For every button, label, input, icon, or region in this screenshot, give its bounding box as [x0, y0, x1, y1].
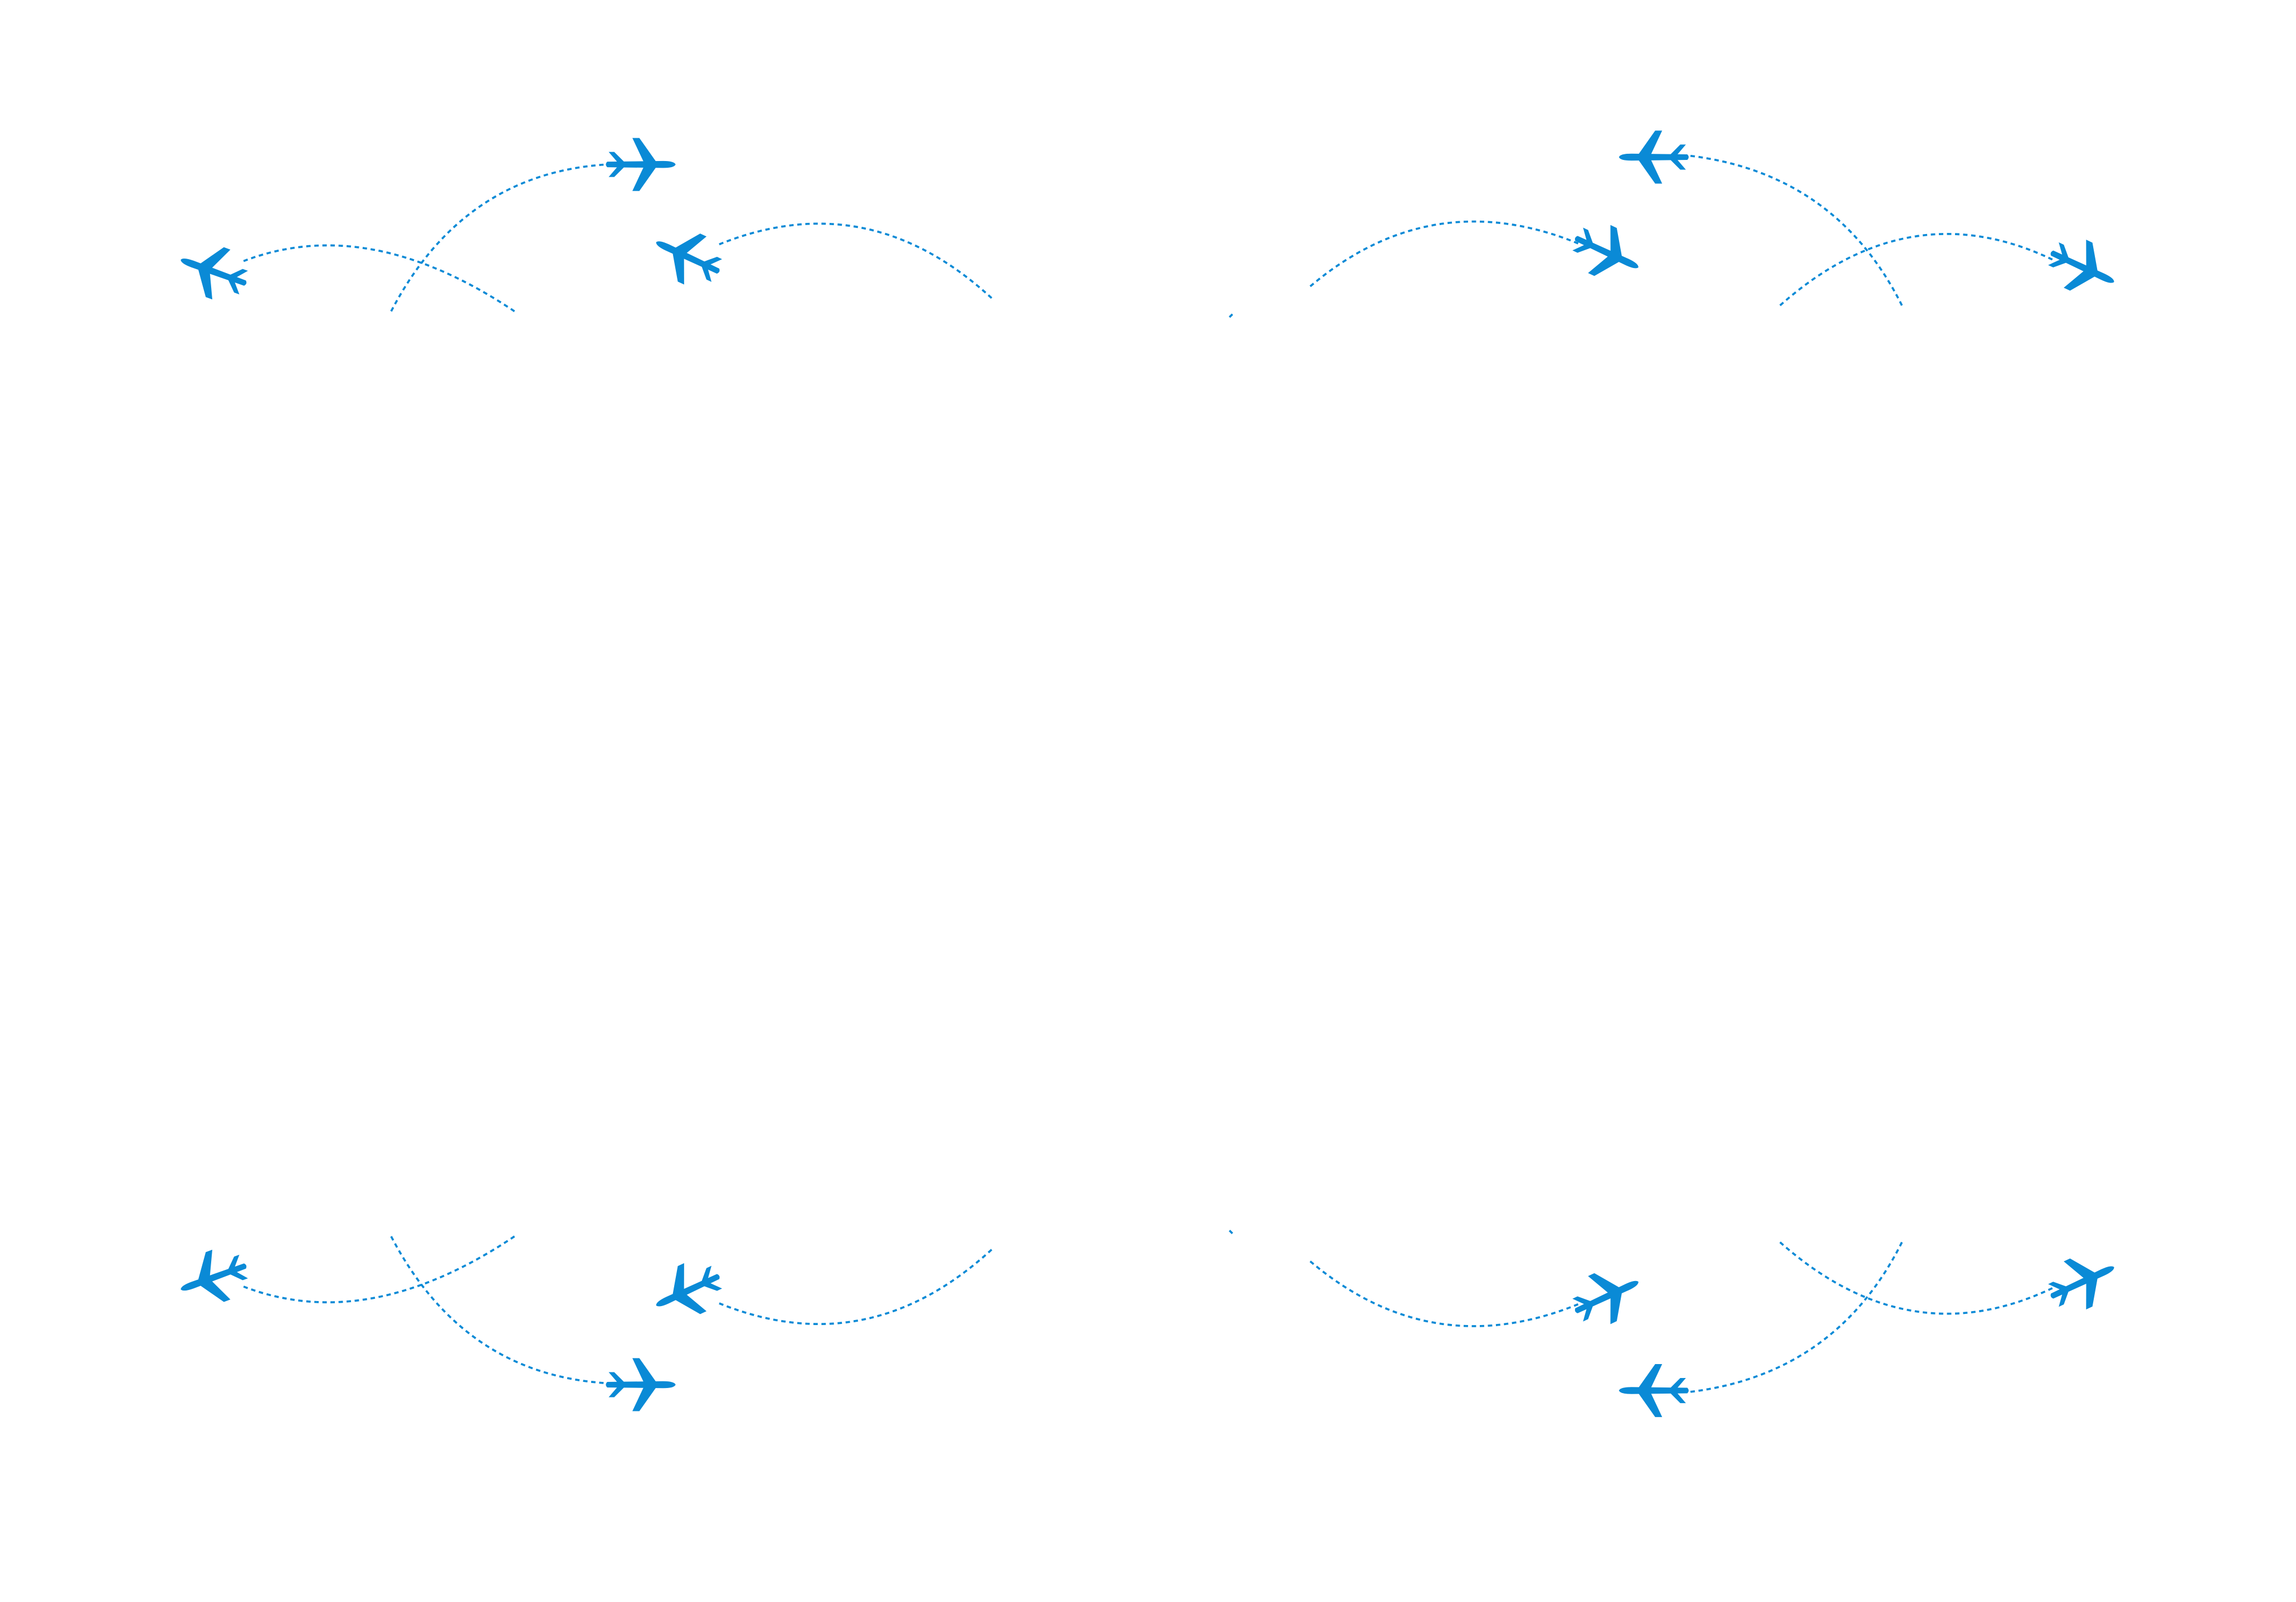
airplane-icon — [1619, 1364, 1689, 1418]
flight-path-top-left-2 — [390, 163, 607, 312]
flight-path-top-right-1 — [1309, 220, 1580, 288]
airplane-icon — [172, 1240, 256, 1314]
flight-path-bottom-right-1 — [1309, 1260, 1580, 1327]
airplane-icon — [606, 1358, 676, 1411]
airplane-icon — [606, 138, 676, 191]
airplane-icon — [1619, 130, 1689, 184]
flight-path-tick-bottom — [1229, 1229, 1234, 1234]
airplane-icon — [1564, 1258, 1650, 1336]
flight-path-bottom-left-3 — [716, 1249, 993, 1325]
airplane-icon — [2039, 228, 2126, 306]
flight-path-bottom-right-2 — [1689, 1241, 1903, 1393]
airplane-icon — [645, 218, 731, 296]
airplane-icon — [645, 1252, 731, 1330]
flight-path-top-left-3 — [716, 222, 993, 299]
flight-path-top-left-1 — [242, 244, 515, 313]
airplane-icon — [2039, 1243, 2126, 1321]
airplane-icon — [172, 235, 256, 309]
flight-path-bottom-left-2 — [390, 1235, 607, 1385]
flight-path-tick-top — [1229, 313, 1234, 318]
flight-path-top-right-2 — [1689, 154, 1903, 306]
flight-path-bottom-right-3 — [1779, 1241, 2054, 1315]
flight-path-bottom-left-1 — [242, 1235, 515, 1303]
airplane-icon — [1564, 213, 1650, 291]
flight-path-top-right-3 — [1779, 233, 2054, 306]
